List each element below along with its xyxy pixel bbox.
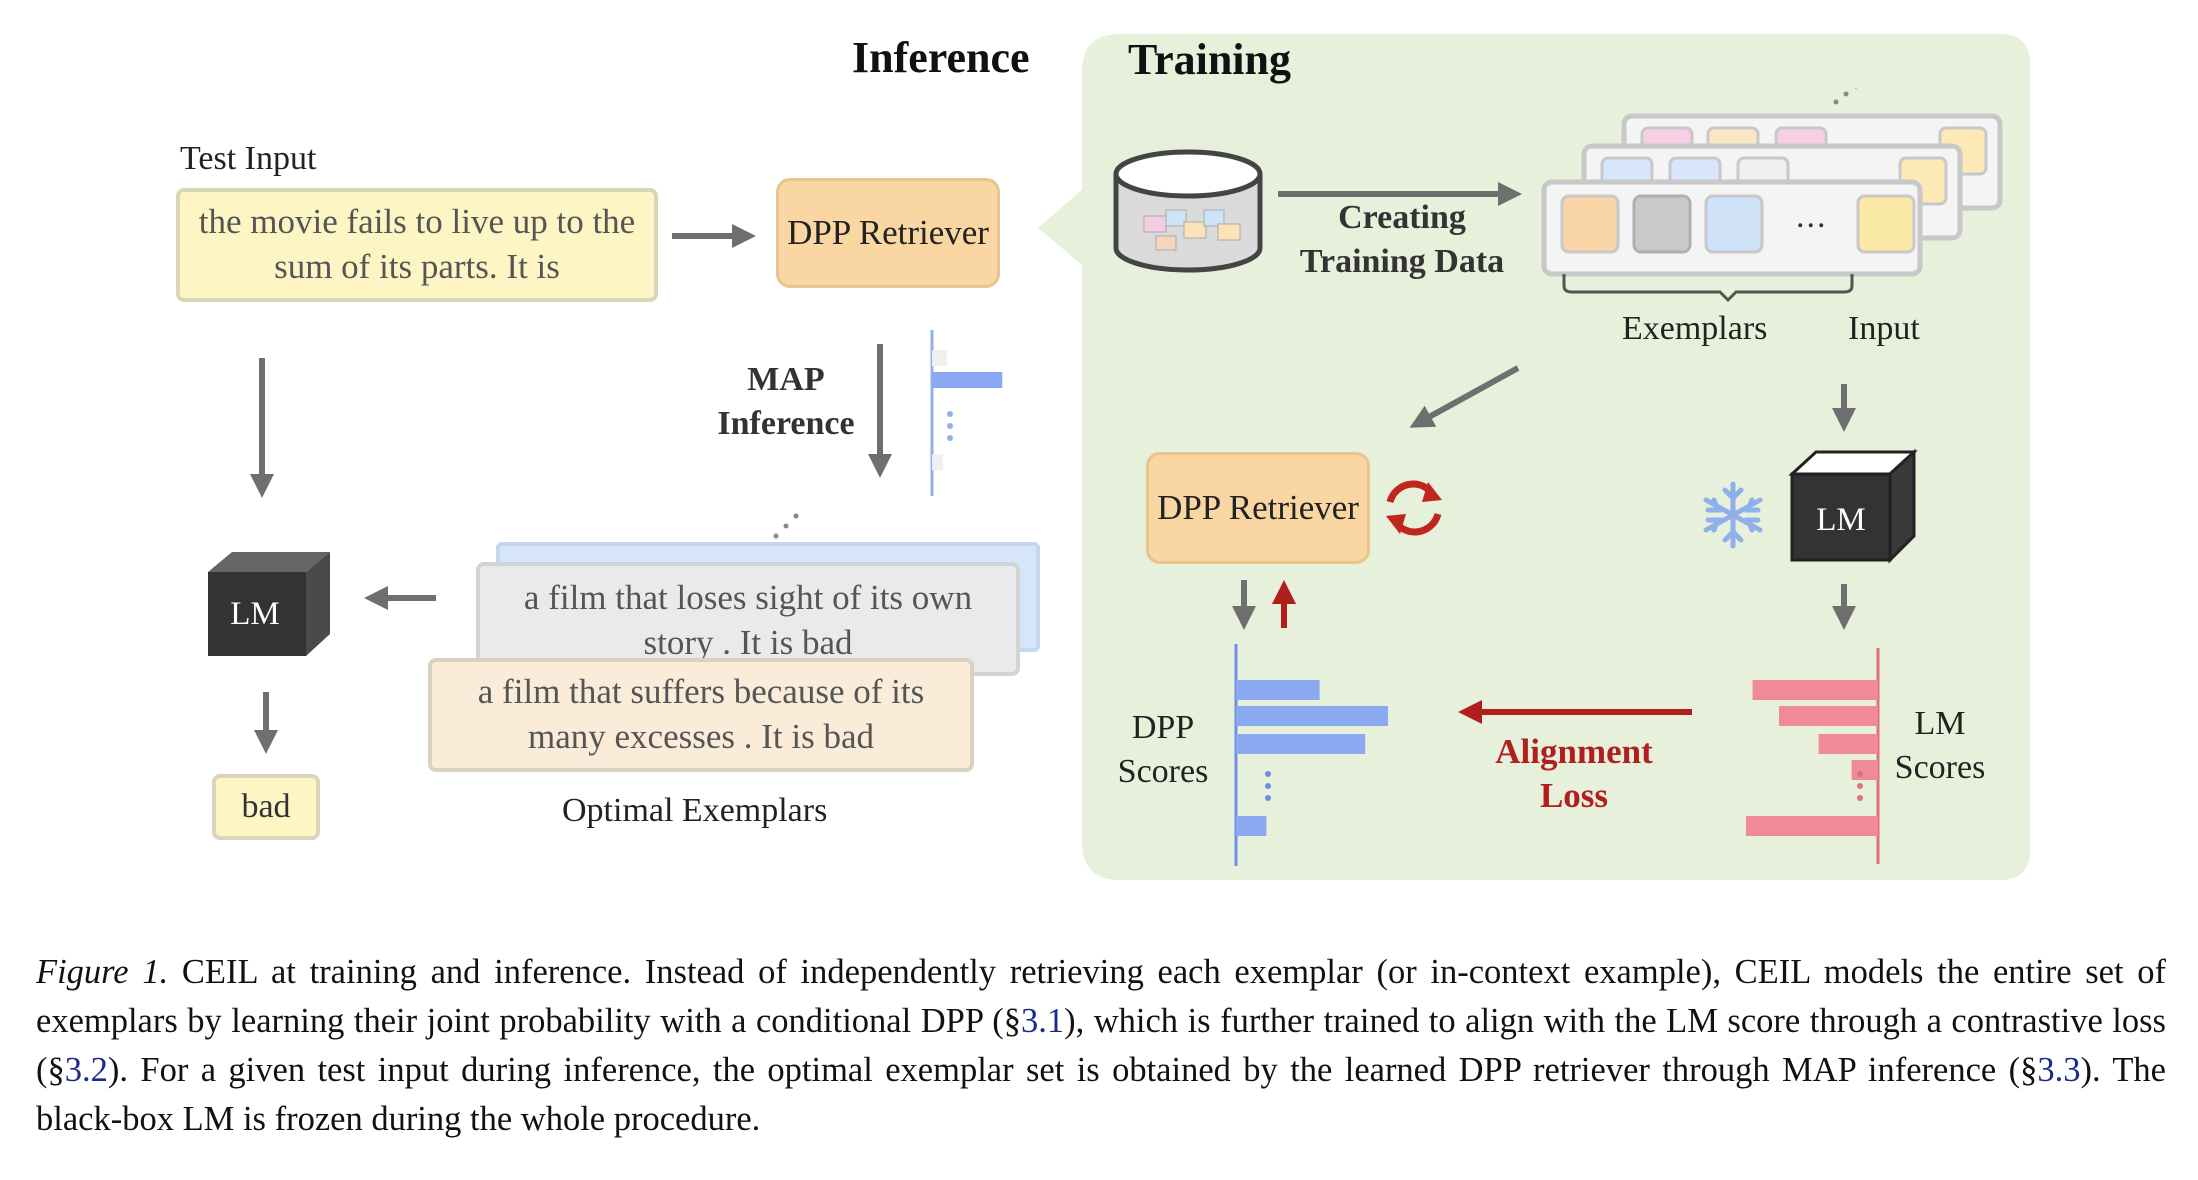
score-dot	[1857, 795, 1863, 801]
caption-figure-label: Figure 1.	[36, 953, 169, 991]
map-score-chart	[930, 330, 1003, 496]
caption-text-3: ). For a given test input during inferen…	[107, 1051, 2038, 1089]
caption-ref-1: 3.1	[1020, 1002, 1065, 1040]
dpp-scores-label: DPP Scores	[1117, 709, 1209, 791]
stack-ellipsis: ...	[1796, 198, 1828, 235]
inference-heading: Inference	[852, 33, 1030, 82]
exemplar-2-text: a film that suffers because of its many …	[477, 672, 925, 756]
score-dot	[1265, 783, 1271, 789]
score-bar	[932, 372, 1003, 388]
arrow-data-to-retriever	[1409, 365, 1520, 428]
test-input-label: Test Input	[180, 140, 317, 177]
alignment-loss-label: Alignment Loss	[1495, 732, 1653, 815]
caption-text-4: ). The black-box LM is frozen during the…	[36, 1051, 2166, 1138]
lm-score-chart	[1746, 648, 1880, 864]
stack-dots	[1833, 88, 1858, 105]
caption-text-2: ), which is further trained to align wit…	[36, 1002, 2166, 1089]
dpp-score-chart	[1234, 644, 1388, 866]
score-dot	[947, 435, 953, 441]
training-data-stack	[1541, 88, 2003, 277]
inference-dpp-retriever: DPP Retriever	[776, 178, 1000, 288]
score-dot	[1265, 795, 1271, 801]
inference-lm-label: LM	[230, 596, 280, 632]
training-lm-label: LM	[1816, 502, 1866, 538]
score-dot	[1857, 771, 1863, 777]
creating-training-data-label: Creating Training Data	[1299, 199, 1505, 281]
score-bar	[932, 454, 944, 470]
score-bar	[1236, 734, 1366, 754]
exemplar-card-2: a film that suffers because of its many …	[428, 658, 974, 772]
score-dot	[1265, 771, 1271, 777]
score-bar	[1236, 816, 1267, 836]
lm-scores-label: LM Scores	[1894, 705, 1986, 787]
score-dot	[947, 411, 953, 417]
training-retriever-label: DPP Retriever	[1157, 487, 1359, 527]
figure-caption: Figure 1. CEIL at training and inference…	[36, 948, 2166, 1144]
exemplars-label: Exemplars	[1622, 310, 1768, 347]
inference-retriever-label: DPP Retriever	[787, 212, 989, 252]
inference-lm-cube	[208, 552, 330, 656]
caption-ref-2: 3.2	[64, 1051, 108, 1089]
score-bar	[1818, 734, 1878, 754]
score-bar	[1752, 680, 1878, 700]
input-label: Input	[1848, 310, 1920, 347]
score-dot	[947, 423, 953, 429]
score-bar	[1851, 760, 1878, 780]
training-lm-cube	[1788, 448, 1918, 564]
snowflake-icon	[1703, 481, 1763, 549]
stack-dots	[773, 513, 799, 539]
score-bar	[1236, 706, 1388, 726]
score-bar	[932, 350, 947, 366]
score-bar	[1236, 680, 1320, 700]
caption-text-1: CEIL at training and inference. Instead …	[36, 953, 2166, 1040]
caption-ref-3: 3.3	[2037, 1051, 2081, 1089]
database-icon	[1113, 149, 1263, 273]
training-dpp-retriever: DPP Retriever	[1146, 452, 1370, 564]
test-input-box: the movie fails to live up to the sum of…	[176, 188, 658, 302]
training-arrows	[1232, 182, 1880, 866]
output-box: bad	[212, 774, 320, 840]
score-bar	[1779, 706, 1878, 726]
refresh-icon	[1386, 480, 1442, 536]
test-input-text: the movie fails to live up to the sum of…	[198, 202, 636, 286]
training-heading: Training	[1128, 35, 1292, 84]
optimal-exemplars-label: Optimal Exemplars	[562, 792, 828, 829]
inference-arrows	[250, 224, 1003, 754]
score-bar	[1746, 816, 1878, 836]
score-dot	[1857, 783, 1863, 789]
output-text: bad	[241, 788, 291, 826]
map-inference-label: MAP Inference	[717, 361, 855, 443]
exemplar-1-text: a film that loses sight of its own story…	[523, 578, 973, 662]
exemplars-bracket	[1562, 274, 1854, 303]
